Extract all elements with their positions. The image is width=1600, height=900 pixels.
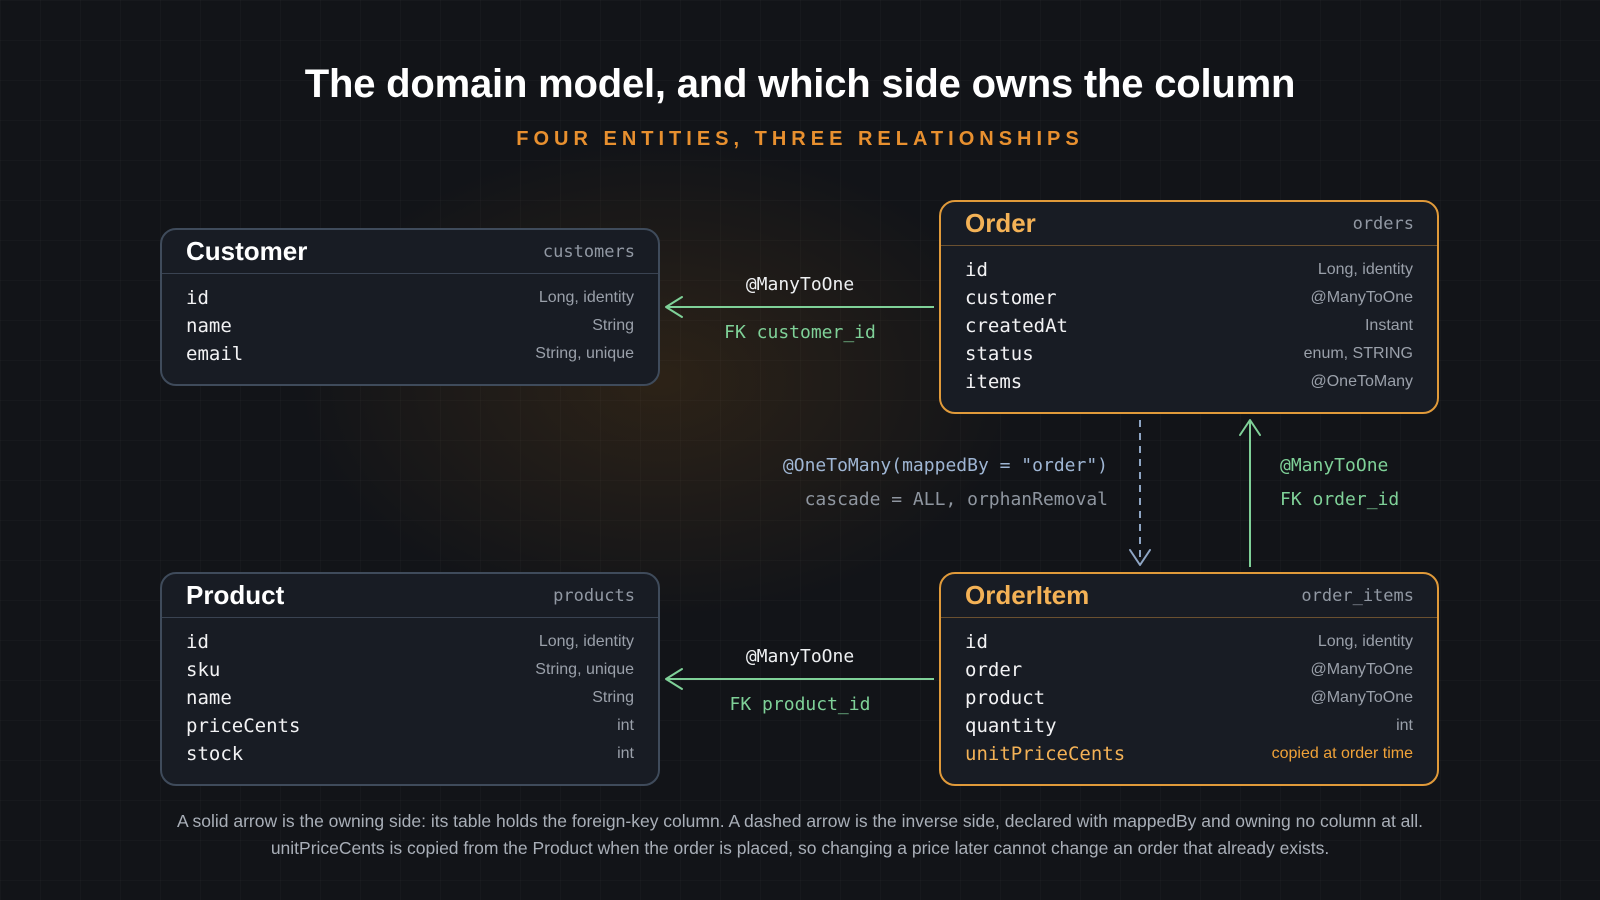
field-type: int (1396, 717, 1413, 734)
field-row: quantity int (941, 712, 1437, 740)
arrow-orderitem-to-product (665, 668, 934, 690)
entity-name: Customer (186, 236, 308, 266)
table-name: order_items (1301, 585, 1414, 606)
relationship-annotation: @ManyToOne (1280, 455, 1389, 476)
field-row: name String (162, 312, 658, 340)
entity-name: Order (965, 208, 1036, 238)
field-name: product (965, 687, 1046, 709)
relationship-fk: FK customer_id (724, 322, 876, 343)
field-name: id (965, 259, 988, 281)
entity-name: Product (186, 580, 285, 610)
field-name: quantity (965, 715, 1057, 737)
relationship-fk: FK product_id (729, 694, 871, 715)
field-list: id Long, identity customer @ManyToOne crea… (941, 246, 1437, 396)
relationship-fk: FK order_id (1280, 489, 1400, 510)
relationship-annotation: @OneToMany(mappedBy = "order") (782, 455, 1108, 476)
footer-caption: A solid arrow is the owning side: its ta… (0, 808, 1600, 862)
field-type: String, unique (535, 345, 634, 362)
field-name: createdAt (965, 315, 1068, 337)
field-row: createdAt Instant (941, 312, 1437, 340)
table-name: products (553, 585, 635, 606)
field-type: @ManyToOne (1310, 689, 1413, 706)
field-row: order @ManyToOne (941, 656, 1437, 684)
arrow-order-to-customer (665, 296, 934, 318)
field-type: String (592, 317, 634, 334)
field-name: status (965, 343, 1034, 365)
field-name: items (965, 371, 1023, 393)
entity-header: Customer customers (162, 230, 658, 274)
field-type: String (592, 689, 634, 706)
entity-header: Product products (162, 574, 658, 618)
page-subtitle: FOUR ENTITIES, THREE RELATIONSHIPS (516, 128, 1084, 150)
field-row: product @ManyToOne (941, 684, 1437, 712)
field-type: @ManyToOne (1310, 289, 1413, 306)
entity-name: OrderItem (965, 580, 1090, 610)
table-name: customers (542, 241, 635, 262)
field-type: Long, identity (538, 289, 634, 306)
arrow-orderitem-to-order (1239, 419, 1261, 567)
field-name: priceCents (186, 715, 301, 737)
field-name: id (965, 631, 988, 653)
field-name: sku (186, 659, 221, 681)
field-type: Instant (1364, 317, 1413, 334)
field-type: copied at order time (1271, 745, 1413, 762)
field-name: stock (186, 743, 244, 765)
field-row: name String (162, 684, 658, 712)
footer-line: unitPriceCents is copied from the Produc… (270, 838, 1330, 858)
relationship-detail: cascade = ALL, orphanRemoval (804, 489, 1108, 510)
field-row: items @OneToMany (941, 368, 1437, 396)
field-type: Long, identity (1317, 261, 1413, 278)
entity-customer: Customer customers id Long, identity name… (160, 228, 660, 386)
arrow-order-items-inverse-dashed (1129, 420, 1151, 566)
footer-line: A solid arrow is the owning side: its ta… (176, 811, 1424, 831)
entity-header: OrderItem order_items (941, 574, 1437, 618)
field-row: status enum, STRING (941, 340, 1437, 368)
field-name: id (186, 631, 209, 653)
field-type: @OneToMany (1310, 373, 1413, 390)
field-type: enum, STRING (1303, 345, 1413, 362)
field-type: int (617, 717, 634, 734)
entity-header: Order orders (941, 202, 1437, 246)
field-row: priceCents int (162, 712, 658, 740)
page-title: The domain model, and which side owns th… (304, 62, 1296, 106)
field-row: stock int (162, 740, 658, 768)
field-type: @ManyToOne (1310, 661, 1413, 678)
field-list: id Long, identity sku String, unique name S… (162, 618, 658, 768)
field-list: id Long, identity name String email String,… (162, 274, 658, 368)
field-row: id Long, identity (162, 284, 658, 312)
relationship-annotation: @ManyToOne (745, 646, 855, 667)
field-list: id Long, identity order @ManyToOne product… (941, 618, 1437, 768)
field-row: id Long, identity (941, 628, 1437, 656)
field-row: sku String, unique (162, 656, 658, 684)
table-name: orders (1352, 213, 1414, 234)
field-name: unitPriceCents (965, 743, 1126, 765)
entity-order: Order orders id Long, identity customer @M… (939, 200, 1439, 414)
field-type: Long, identity (1317, 633, 1413, 650)
field-name: name (186, 315, 232, 337)
field-name: customer (965, 287, 1057, 309)
field-type: String, unique (535, 661, 634, 678)
field-row-highlighted: unitPriceCents copied at order time (941, 740, 1437, 768)
field-name: email (186, 343, 244, 365)
field-name: name (186, 687, 232, 709)
field-row: id Long, identity (941, 256, 1437, 284)
field-type: Long, identity (538, 633, 634, 650)
field-row: id Long, identity (162, 628, 658, 656)
field-type: int (617, 745, 634, 762)
field-row: email String, unique (162, 340, 658, 368)
relationship-annotation: @ManyToOne (745, 274, 855, 295)
field-name: order (965, 659, 1023, 681)
field-name: id (186, 287, 209, 309)
field-row: customer @ManyToOne (941, 284, 1437, 312)
entity-order-item: OrderItem order_items id Long, identity o… (939, 572, 1439, 786)
